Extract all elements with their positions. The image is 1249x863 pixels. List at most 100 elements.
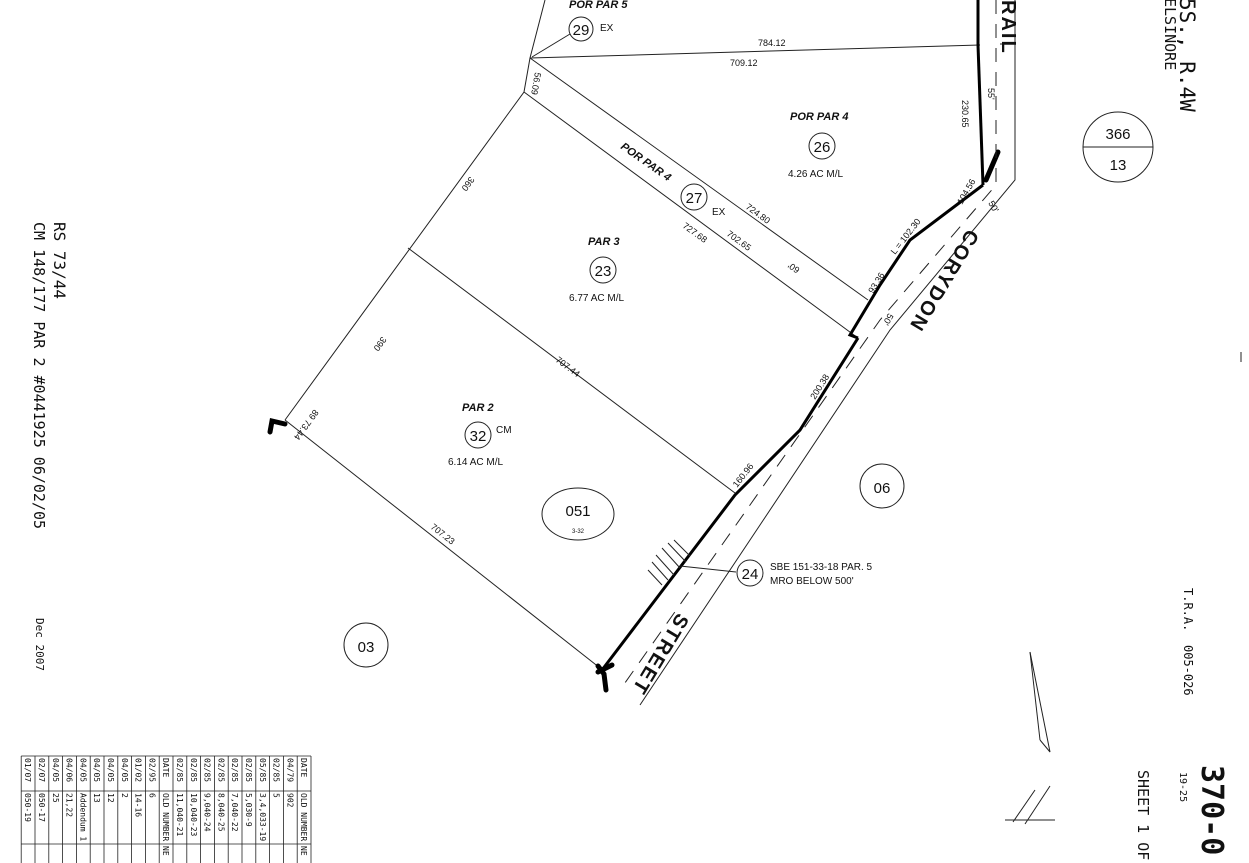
table-cell: 9,040-24 — [203, 793, 212, 832]
book-page-number: 051 — [565, 503, 590, 520]
table-cell: 5,030-9 — [244, 793, 253, 827]
table-cell: OLD NUMBER — [161, 793, 170, 841]
table-cell: 050-19 — [23, 793, 32, 822]
parcel-suffix: CM — [496, 425, 512, 436]
map-date: Dec 2007 — [33, 618, 46, 671]
table-cell: DATE — [299, 758, 308, 777]
easement-text: SBE 151-33-18 PAR. 5 — [770, 562, 873, 573]
parcel-suffix: EX — [712, 207, 726, 218]
table-cell: 02/85 — [230, 758, 239, 782]
easement-number[interactable]: 24 — [742, 566, 759, 583]
table-cell: 21,22 — [65, 793, 74, 817]
road-name-rail: RAIL — [997, 0, 1019, 55]
parcel-area: 6.77 AC M/L — [569, 293, 624, 304]
neighbor-parcel[interactable]: 03 — [358, 639, 375, 656]
parcel-suffix: EX — [600, 23, 614, 34]
table-cell: 10,040-23 — [189, 793, 198, 837]
table-cell: 5 — [272, 793, 281, 798]
parcel-number[interactable]: 29 — [573, 22, 590, 39]
table-cell: 050-17 — [37, 793, 46, 822]
parcel-number-circle — [808, 132, 836, 160]
table-cell: 04/79 — [285, 758, 294, 782]
table-cell: 02/85 — [244, 758, 253, 782]
table-cell: 13 — [92, 793, 101, 803]
parcel-area: 4.26 AC M/L — [788, 169, 843, 180]
parcel-number[interactable]: 26 — [814, 139, 831, 156]
neighbor-parcel-circle — [859, 463, 905, 509]
neighbor-parcel-circle — [343, 622, 389, 668]
dimension: 727.68 — [681, 221, 709, 245]
table-cell: 04/05 — [106, 758, 115, 782]
table-cell: 3,4,033-19 — [258, 793, 267, 841]
sheet-label: SHEET 1 OF — [1134, 770, 1152, 860]
parcel-number[interactable]: 23 — [595, 263, 612, 280]
table-cell: 04/05 — [78, 758, 87, 782]
parcel-number[interactable]: 27 — [686, 190, 703, 207]
table-cell: 02/85 — [189, 758, 198, 782]
dimension-labels: 784.12 709.12 56.09 724.80 727.68 702.65… — [292, 38, 1001, 547]
parcel-number-circle — [589, 256, 617, 284]
table-cell: NE — [161, 846, 170, 856]
book-page-sub: 3-32 — [572, 529, 585, 535]
table-cell: 2 — [120, 793, 129, 798]
table-cell: 04/05 — [92, 758, 101, 782]
dimension: 390 — [372, 335, 389, 353]
easement-number-circle — [736, 559, 764, 587]
parcel-number-circle — [568, 16, 594, 42]
parcel-number[interactable]: 32 — [470, 428, 487, 445]
tra-number: 005-026 — [1181, 645, 1195, 696]
parcel-number-circle — [464, 421, 492, 449]
dimension: 707.44 — [554, 355, 582, 380]
table-cell: 01/07 — [23, 758, 32, 782]
neighbor-parcel[interactable]: 06 — [874, 480, 891, 497]
table-cell: 14-16 — [134, 793, 143, 817]
dimension: 60' — [786, 260, 802, 275]
dimension: L = 102.30 — [889, 217, 923, 257]
parcel-label: POR PAR 4 — [618, 141, 673, 184]
table-cell: 02/85 — [203, 758, 212, 782]
table-cell: OLD NUMBER — [299, 793, 308, 841]
dimension: 56.09 — [529, 72, 543, 96]
parcel-number-circle — [680, 183, 708, 211]
table-cell: 04/05 — [51, 758, 60, 782]
section-ref-bottom: 13 — [1110, 157, 1127, 174]
table-cell: 02/85 — [272, 758, 281, 782]
section-ref-top: 366 — [1105, 126, 1130, 143]
book-page-ellipse — [541, 487, 615, 541]
dimension: 784.12 — [758, 38, 786, 48]
township-range: 5S., R.4W — [1175, 0, 1199, 112]
table-cell: 6 — [147, 793, 156, 798]
table-cell: NE — [299, 846, 308, 856]
parcel-label: POR PAR 5 — [569, 0, 628, 11]
table-cell: 11,040-21 — [175, 793, 184, 837]
parcel-area: 6.14 AC M/L — [448, 457, 503, 468]
table-cell: 7,040-22 — [230, 793, 239, 832]
table-cell: DATE — [161, 758, 170, 777]
dimension: 230.65 — [960, 100, 970, 128]
table-cell: 12 — [106, 793, 115, 803]
road-lines — [619, 0, 1016, 706]
table-cell: 04/05 — [120, 758, 129, 782]
table-cell: 02/85 — [175, 758, 184, 782]
table-cell: 01/02 — [134, 758, 143, 782]
parcel-boundaries — [267, 0, 1001, 693]
north-arrow-icon — [1005, 651, 1055, 825]
book-sub: 19-25 — [1177, 772, 1188, 802]
table-cell: 04/06 — [65, 758, 74, 782]
table-cell: Addendum 1 — [78, 793, 87, 841]
table-cell: 25 — [51, 793, 60, 803]
city-name: ELSINORE — [1161, 0, 1179, 70]
table-cell: 902 — [285, 793, 294, 808]
dimension: 55' — [986, 88, 996, 100]
dimension: 707.23 — [429, 522, 457, 547]
easement-hatch — [647, 539, 737, 586]
table-cell: 02/07 — [37, 758, 46, 782]
dimension: 709.12 — [730, 58, 758, 68]
dimension: 93.36 — [866, 271, 886, 295]
table-cell: 8,040-25 — [216, 793, 225, 832]
dimension: 702.65 — [725, 229, 753, 253]
cm-note: CM 148/177 PAR 2 #0441925 06/02/05 — [30, 222, 48, 529]
parcel-label: PAR 3 — [588, 236, 620, 248]
